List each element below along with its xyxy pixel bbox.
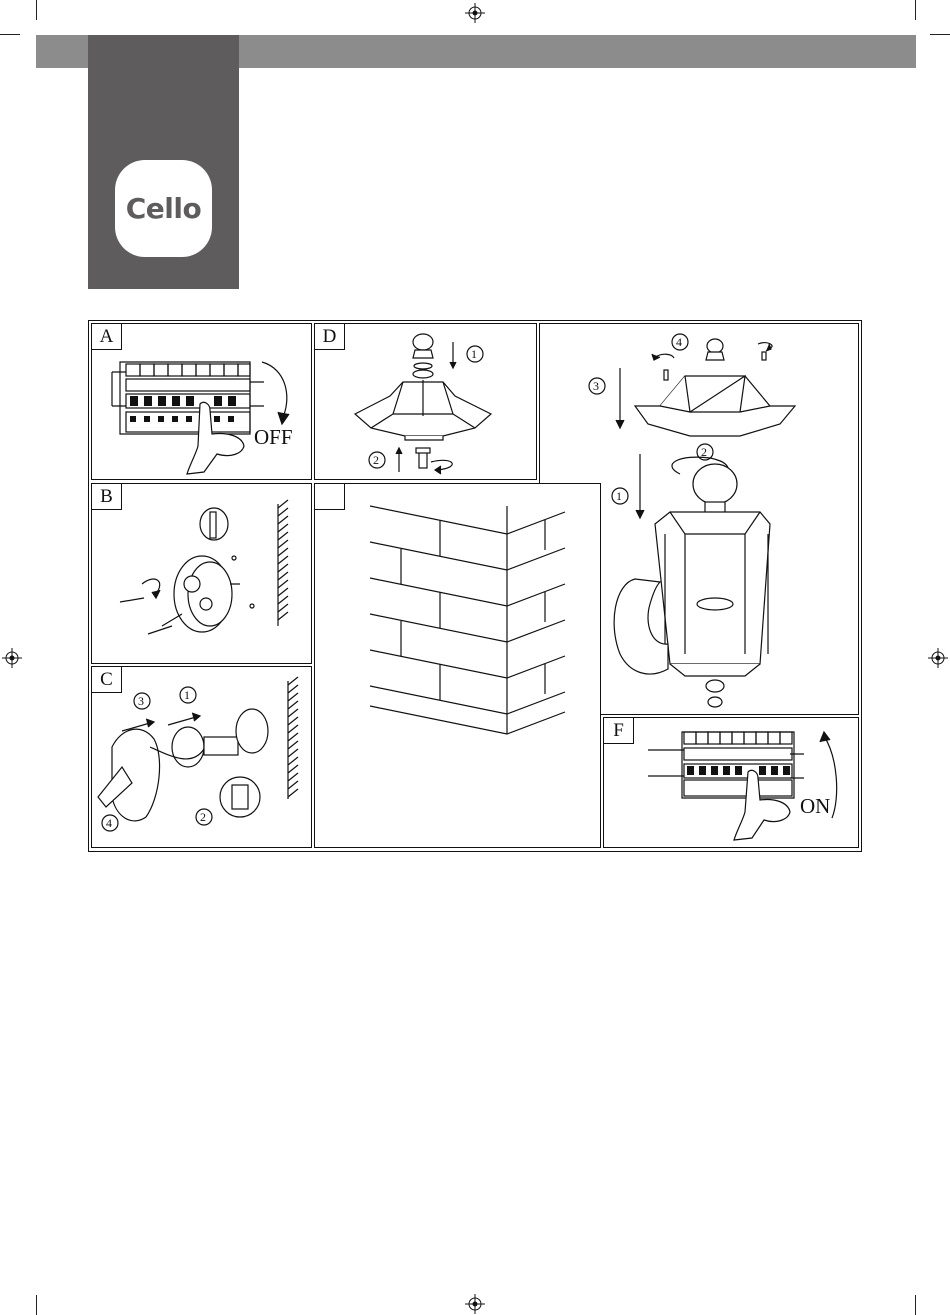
panel-a: A OFF [91,323,312,480]
crop-mark [36,0,37,20]
breaker-on-illustration: ON [604,718,860,849]
breaker-off-illustration: OFF [92,324,313,481]
brick-wall-illustration [315,484,602,849]
mounting-plate-illustration [92,484,313,665]
on-text: ON [800,794,830,818]
registration-mark-icon [928,648,948,668]
step-number: 2 [373,453,379,467]
step-number: 1 [616,489,622,503]
step-number: 3 [138,694,144,708]
panel-c: C 3 1 2 4 [91,666,312,848]
step-number: 3 [593,379,599,393]
step-number: 2 [701,445,707,459]
crop-mark [915,1295,916,1315]
registration-mark-icon [465,3,485,23]
brand-name: Cello [126,192,201,225]
step-number: 4 [676,335,682,349]
crop-mark [930,34,950,35]
registration-mark-icon [465,1294,485,1314]
brand-logo: Cello [115,160,212,257]
crop-mark [915,0,916,20]
panel-d: D 1 2 [314,323,537,480]
wiring-connection-illustration: 3 1 2 4 [92,667,313,849]
crop-mark [0,34,20,35]
panel-b: B [91,483,312,664]
step-number: 4 [106,816,112,830]
crop-mark [36,1295,37,1315]
step-number: 1 [471,347,477,361]
panel-wall [314,483,601,848]
step-number: 2 [200,810,206,824]
off-text: OFF [254,425,293,449]
lamp-top-assembly-illustration: 1 2 [315,324,538,481]
step-number: 1 [184,688,190,702]
panel-f: F ON [603,717,859,848]
registration-mark-icon [2,648,22,668]
